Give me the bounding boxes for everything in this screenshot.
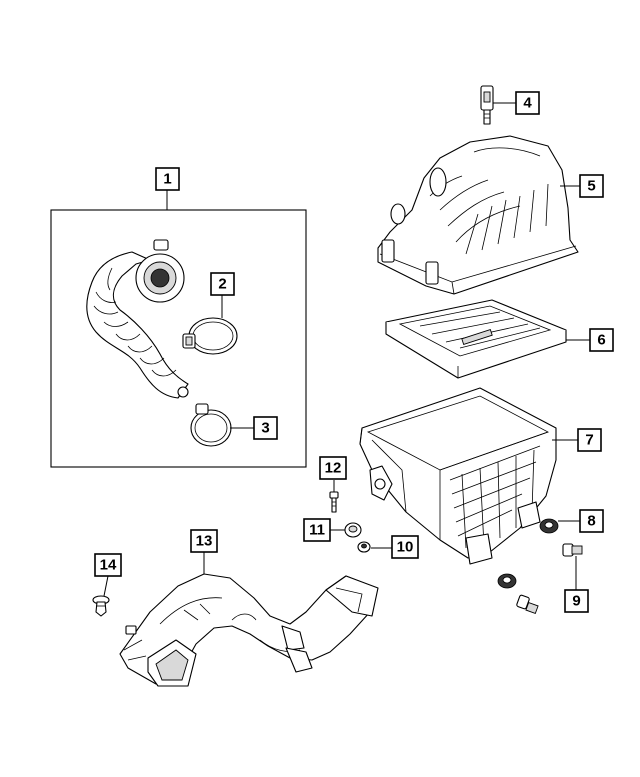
svg-text:1: 1 xyxy=(163,171,171,188)
svg-text:7: 7 xyxy=(585,432,593,449)
svg-text:14: 14 xyxy=(100,557,117,574)
air-cleaner-cover xyxy=(377,135,579,295)
svg-text:4: 4 xyxy=(523,95,532,112)
hose-clamp-small xyxy=(190,403,232,447)
nut xyxy=(357,541,371,553)
callout-13: 13 xyxy=(190,529,218,553)
svg-text:8: 8 xyxy=(587,513,595,530)
hose-kit-group-frame xyxy=(50,209,307,468)
svg-text:6: 6 xyxy=(597,332,605,349)
air-temp-sensor xyxy=(480,85,494,125)
svg-text:9: 9 xyxy=(572,593,580,610)
leader-14 xyxy=(103,575,109,597)
callout-5: 5 xyxy=(579,174,604,198)
callout-9: 9 xyxy=(564,589,589,613)
svg-text:10: 10 xyxy=(397,539,414,556)
leader-lines xyxy=(103,102,590,597)
push-pin-fastener xyxy=(92,595,110,617)
mounting-pin-lower xyxy=(516,594,539,615)
callout-10: 10 xyxy=(391,535,419,559)
callout-8: 8 xyxy=(579,509,604,533)
svg-text:12: 12 xyxy=(325,460,342,477)
bolt xyxy=(329,491,339,513)
grommet-lower xyxy=(497,573,517,589)
callout-14: 14 xyxy=(94,553,122,577)
svg-text:3: 3 xyxy=(261,420,269,437)
svg-text:2: 2 xyxy=(218,276,226,293)
callout-7: 7 xyxy=(577,428,602,452)
hose-clamp-large xyxy=(182,317,238,355)
air-filter-element xyxy=(385,299,567,379)
svg-text:11: 11 xyxy=(309,522,325,539)
callout-4: 4 xyxy=(515,91,540,115)
grommet-upper xyxy=(539,518,559,534)
air-inlet-duct xyxy=(119,573,379,687)
callout-12: 12 xyxy=(319,456,347,480)
isolator xyxy=(344,522,362,538)
callout-11: 11 xyxy=(303,518,331,542)
callout-6: 6 xyxy=(589,328,614,352)
svg-text:5: 5 xyxy=(587,178,595,195)
air-intake-hose xyxy=(86,239,189,399)
callout-2: 2 xyxy=(210,272,235,296)
callout-1: 1 xyxy=(155,167,180,191)
air-cleaner-housing xyxy=(359,387,557,565)
mounting-pin-upper xyxy=(562,543,583,557)
callout-3: 3 xyxy=(253,416,278,440)
svg-text:13: 13 xyxy=(196,533,213,550)
